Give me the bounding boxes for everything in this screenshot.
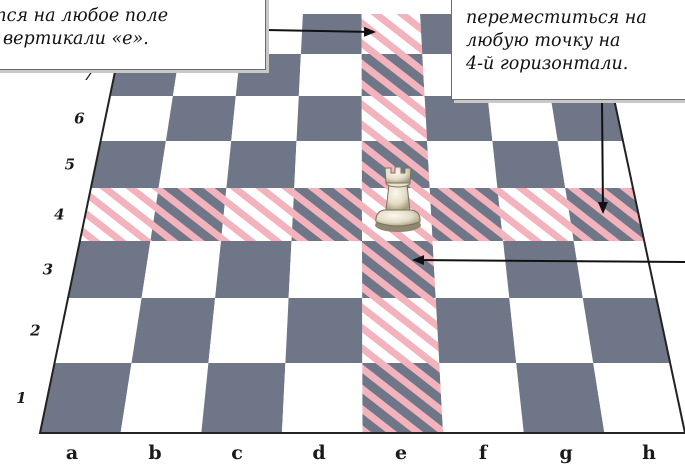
square-d5 bbox=[294, 141, 362, 188]
rank-label-4: 4 bbox=[54, 206, 64, 224]
square-d2 bbox=[285, 298, 363, 363]
callout-right-line1: переместиться на bbox=[466, 8, 647, 28]
rank-label-2: 2 bbox=[29, 322, 40, 340]
square-h2 bbox=[582, 298, 671, 363]
board-edge bbox=[38, 13, 685, 434]
square-a2 bbox=[54, 298, 142, 363]
square-d3 bbox=[288, 241, 363, 298]
square-e3 bbox=[362, 241, 436, 298]
square-e6 bbox=[361, 96, 428, 141]
rank-label-5: 5 bbox=[65, 156, 75, 174]
square-a1 bbox=[40, 363, 132, 433]
square-a5 bbox=[90, 141, 166, 188]
square-b3 bbox=[141, 241, 221, 298]
square-f3 bbox=[432, 241, 510, 298]
square-c5 bbox=[226, 141, 297, 188]
square-d7 bbox=[298, 54, 362, 96]
file-label-a: a bbox=[66, 442, 78, 464]
square-g2 bbox=[509, 298, 594, 363]
square-h6 bbox=[550, 96, 623, 141]
callout-right-line3: 4-й горизонтали. bbox=[466, 54, 629, 74]
square-a4 bbox=[79, 188, 159, 241]
file-labels: a b c d e f g h bbox=[66, 442, 656, 464]
square-c4 bbox=[221, 188, 295, 241]
square-d8 bbox=[300, 14, 362, 54]
arrow-to-file-e bbox=[265, 26, 376, 37]
square-a3 bbox=[68, 241, 151, 298]
square-b5 bbox=[158, 141, 232, 188]
square-b1 bbox=[120, 363, 209, 433]
square-e2 bbox=[362, 298, 440, 363]
square-e1 bbox=[362, 363, 444, 433]
square-a6 bbox=[100, 96, 173, 141]
callout-right-line2: любую точку на bbox=[466, 31, 621, 51]
file-label-d: d bbox=[312, 442, 325, 464]
square-h1 bbox=[593, 363, 685, 433]
square-g3 bbox=[503, 241, 583, 298]
square-c3 bbox=[215, 241, 292, 298]
square-c6 bbox=[231, 96, 299, 141]
square-f2 bbox=[435, 298, 517, 363]
callout-left: тся на любое поле вертикали «е». bbox=[0, 0, 266, 70]
square-f5 bbox=[427, 141, 498, 188]
square-d6 bbox=[296, 96, 362, 141]
arrows bbox=[265, 26, 685, 266]
square-d4 bbox=[291, 188, 362, 241]
square-h3 bbox=[573, 241, 657, 298]
square-c2 bbox=[208, 298, 289, 363]
rank-label-1: 1 bbox=[16, 389, 26, 407]
square-g5 bbox=[492, 141, 566, 188]
square-b6 bbox=[165, 96, 236, 141]
board-squares bbox=[38, 13, 685, 434]
square-e8 bbox=[361, 14, 423, 54]
rank-label-7: 7 bbox=[83, 66, 94, 84]
callout-right: переместиться на любую точку на 4-й гори… bbox=[451, 0, 685, 100]
square-b4 bbox=[150, 188, 227, 241]
square-e7 bbox=[361, 54, 425, 96]
square-f6 bbox=[424, 96, 493, 141]
square-e5 bbox=[361, 141, 430, 188]
square-b2 bbox=[131, 298, 216, 363]
file-label-f: f bbox=[479, 442, 489, 464]
file-label-h: h bbox=[642, 442, 656, 464]
rank-label-3: 3 bbox=[43, 261, 53, 279]
rank-label-6: 6 bbox=[74, 110, 85, 128]
square-f1 bbox=[439, 363, 524, 433]
file-label-c: c bbox=[231, 442, 243, 464]
square-g4 bbox=[497, 188, 574, 241]
square-g1 bbox=[516, 363, 605, 433]
square-h5 bbox=[557, 141, 633, 188]
callout-left-line1: тся на любое поле bbox=[0, 6, 169, 26]
file-label-g: g bbox=[559, 442, 572, 464]
square-f4 bbox=[429, 188, 504, 241]
square-d1 bbox=[281, 363, 363, 433]
arrow-to-e3 bbox=[412, 255, 685, 266]
square-g6 bbox=[487, 96, 558, 141]
rook-icon bbox=[375, 166, 421, 232]
file-label-b: b bbox=[148, 442, 161, 464]
file-label-e: e bbox=[395, 442, 407, 464]
square-c1 bbox=[201, 363, 286, 433]
callout-left-line2: вертикали «е». bbox=[3, 29, 149, 49]
square-h4 bbox=[565, 188, 645, 241]
arrow-to-rank-4 bbox=[597, 99, 608, 214]
